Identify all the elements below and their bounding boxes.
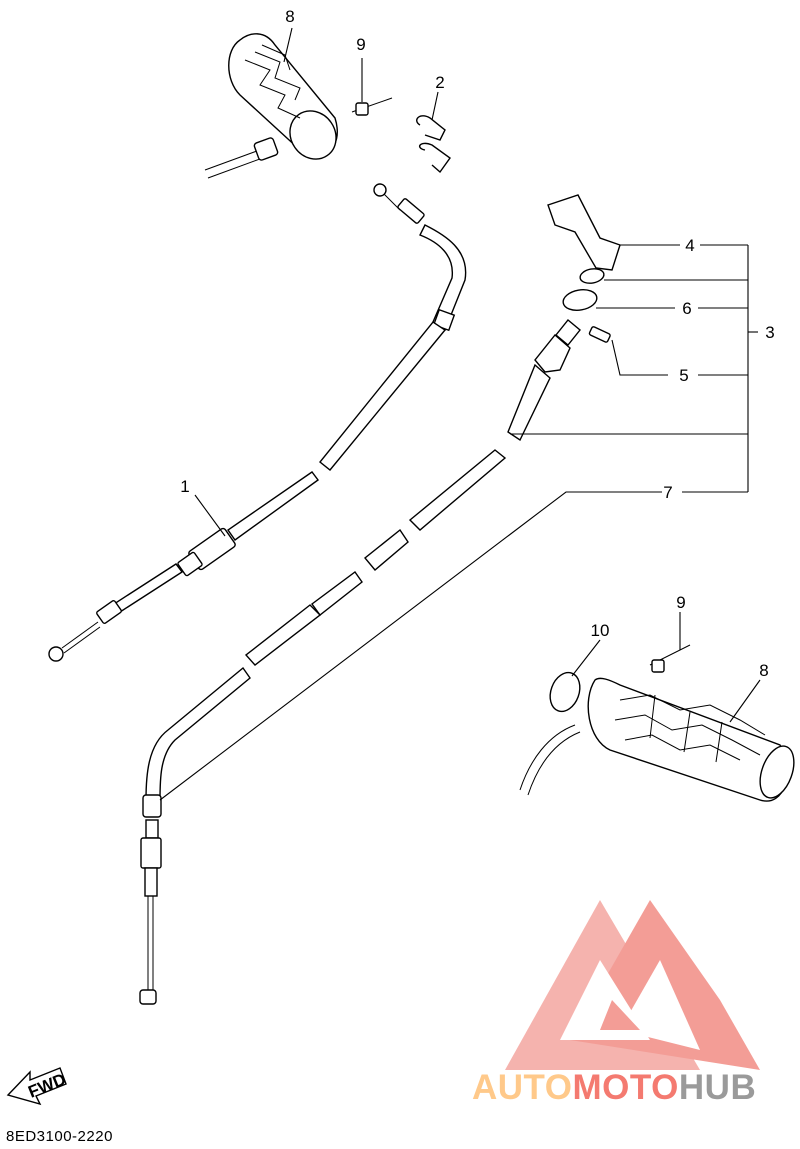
screw-top: [351, 58, 393, 116]
diagram-part-code: 8ED3100-2220: [6, 1128, 113, 1145]
watermark-part-hub: HUB: [678, 1068, 757, 1107]
callout-2: 2: [435, 73, 444, 92]
watermark-text: AUTOMOTOHUB: [472, 1068, 756, 1108]
leader-lines: [159, 27, 761, 801]
callout-4: 4: [685, 236, 694, 255]
callout-9-top: 9: [356, 35, 365, 54]
callout-5: 5: [679, 366, 688, 385]
throttle-pulley-parts: [547, 194, 621, 343]
callout-9-bottom: 9: [676, 593, 685, 612]
callout-6: 6: [682, 299, 691, 318]
callout-8-top: 8: [285, 7, 294, 26]
grip-left-assembly: [204, 33, 338, 179]
fwd-arrow-icon: FWD: [6, 1067, 69, 1106]
fwd-label: FWD: [26, 1070, 69, 1102]
throttle-cable-1: [48, 183, 467, 662]
cable-clip: [416, 91, 451, 174]
grip-right-assembly: [519, 644, 795, 802]
watermark-part-auto: AUTO: [472, 1068, 573, 1107]
callout-8-bottom: 8: [759, 661, 768, 680]
callout-10: 10: [591, 621, 610, 640]
callout-1: 1: [180, 477, 189, 496]
callout-7: 7: [663, 483, 672, 502]
callout-3: 3: [765, 323, 774, 342]
watermark-logo-icon: [505, 900, 760, 1070]
watermark-part-moto: MOTO: [572, 1068, 679, 1107]
throttle-cable-7: [139, 319, 581, 1005]
